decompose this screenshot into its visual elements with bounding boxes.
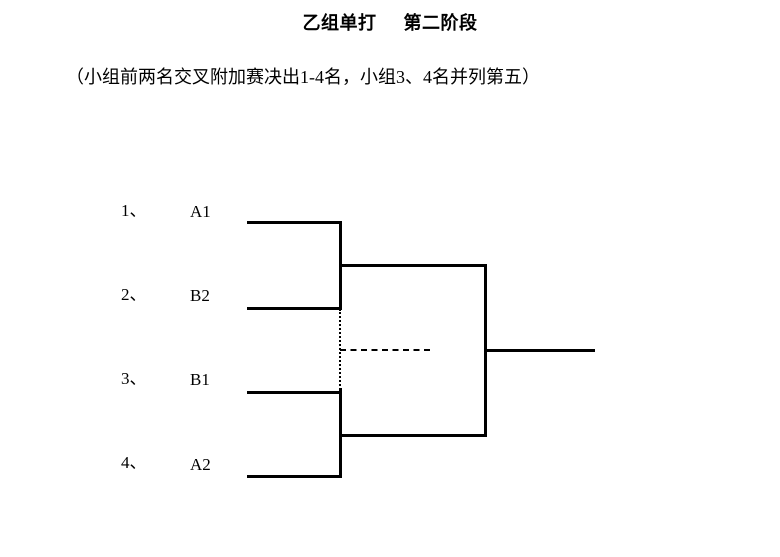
seed-number-2: 2、 xyxy=(121,285,147,304)
bracket-line-champion xyxy=(484,349,595,352)
bracket-line-b2 xyxy=(247,307,341,310)
page-subtitle: （小组前两名交叉附加赛决出1-4名，小组3、4名并列第五） xyxy=(66,67,540,87)
entrant-label-b1: B1 xyxy=(190,370,210,389)
entrant-label-a1: A1 xyxy=(190,202,211,221)
bracket-line-semifinal-bottom-winner xyxy=(339,434,487,437)
entrant-label-a2: A2 xyxy=(190,455,211,474)
bracket-line-third-place xyxy=(340,349,430,351)
bracket-line-semifinal-top-winner xyxy=(339,264,487,267)
bracket-connector-semifinal-bottom xyxy=(339,388,342,478)
seed-number-1: 1、 xyxy=(121,201,147,220)
seed-number-4: 4、 xyxy=(121,453,147,472)
seed-number-3: 3、 xyxy=(121,369,147,388)
bracket-line-b1 xyxy=(247,391,341,394)
bracket-line-a2 xyxy=(247,475,341,478)
entrant-label-b2: B2 xyxy=(190,286,210,305)
bracket-line-a1 xyxy=(247,221,341,224)
page-title: 乙组单打 第二阶段 xyxy=(302,13,478,34)
